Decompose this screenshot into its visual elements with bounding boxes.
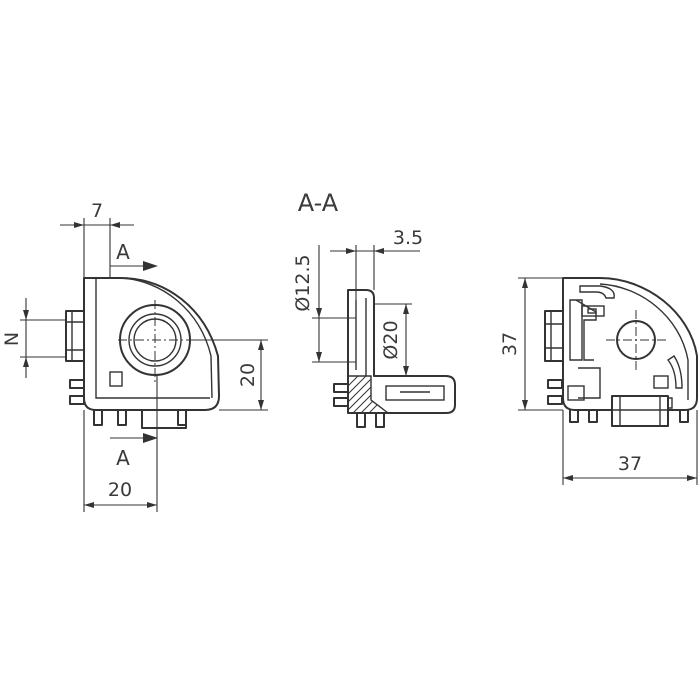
front-dim-20-right-label: 20 bbox=[237, 363, 259, 387]
side-view: 37 37 bbox=[499, 277, 698, 485]
front-dim-n-label: N bbox=[1, 332, 23, 346]
side-dim-37-left: 37 bbox=[499, 277, 563, 411]
front-view: 7 A A N 20 bbox=[1, 200, 268, 512]
section-dim-3-5-label: 3.5 bbox=[393, 227, 423, 249]
section-dim-d12-5-label: Ø12.5 bbox=[292, 254, 314, 311]
section-mark-bottom: A bbox=[110, 433, 158, 470]
front-dim-7: 7 bbox=[60, 200, 134, 278]
section-mark-top: A bbox=[110, 240, 158, 271]
front-bottom-pegs bbox=[69, 379, 187, 429]
front-dim-20-right: 20 bbox=[190, 339, 268, 411]
front-dim-20-bottom-label: 20 bbox=[108, 479, 132, 501]
side-dim-37-bottom: 37 bbox=[562, 410, 698, 485]
section-mark-bottom-label: A bbox=[116, 446, 130, 470]
section-dim-3-5: 3.5 bbox=[330, 227, 423, 300]
section-title: A-A bbox=[298, 189, 339, 217]
front-left-nut bbox=[65, 310, 85, 362]
section-body bbox=[347, 289, 456, 414]
front-dim-7-label: 7 bbox=[91, 200, 103, 222]
front-dim-n: N bbox=[1, 298, 66, 378]
side-dim-37-bottom-label: 37 bbox=[618, 453, 642, 475]
section-dim-d20: Ø20 bbox=[374, 303, 412, 377]
side-dim-37-left-label: 37 bbox=[499, 332, 521, 356]
front-dim-20-bottom: 20 bbox=[83, 375, 158, 512]
section-dim-d20-label: Ø20 bbox=[380, 320, 402, 359]
section-view: A-A 3.5 bbox=[292, 189, 456, 428]
section-dim-d12-5: Ø12.5 bbox=[292, 245, 356, 363]
section-mark-top-label: A bbox=[116, 240, 130, 264]
